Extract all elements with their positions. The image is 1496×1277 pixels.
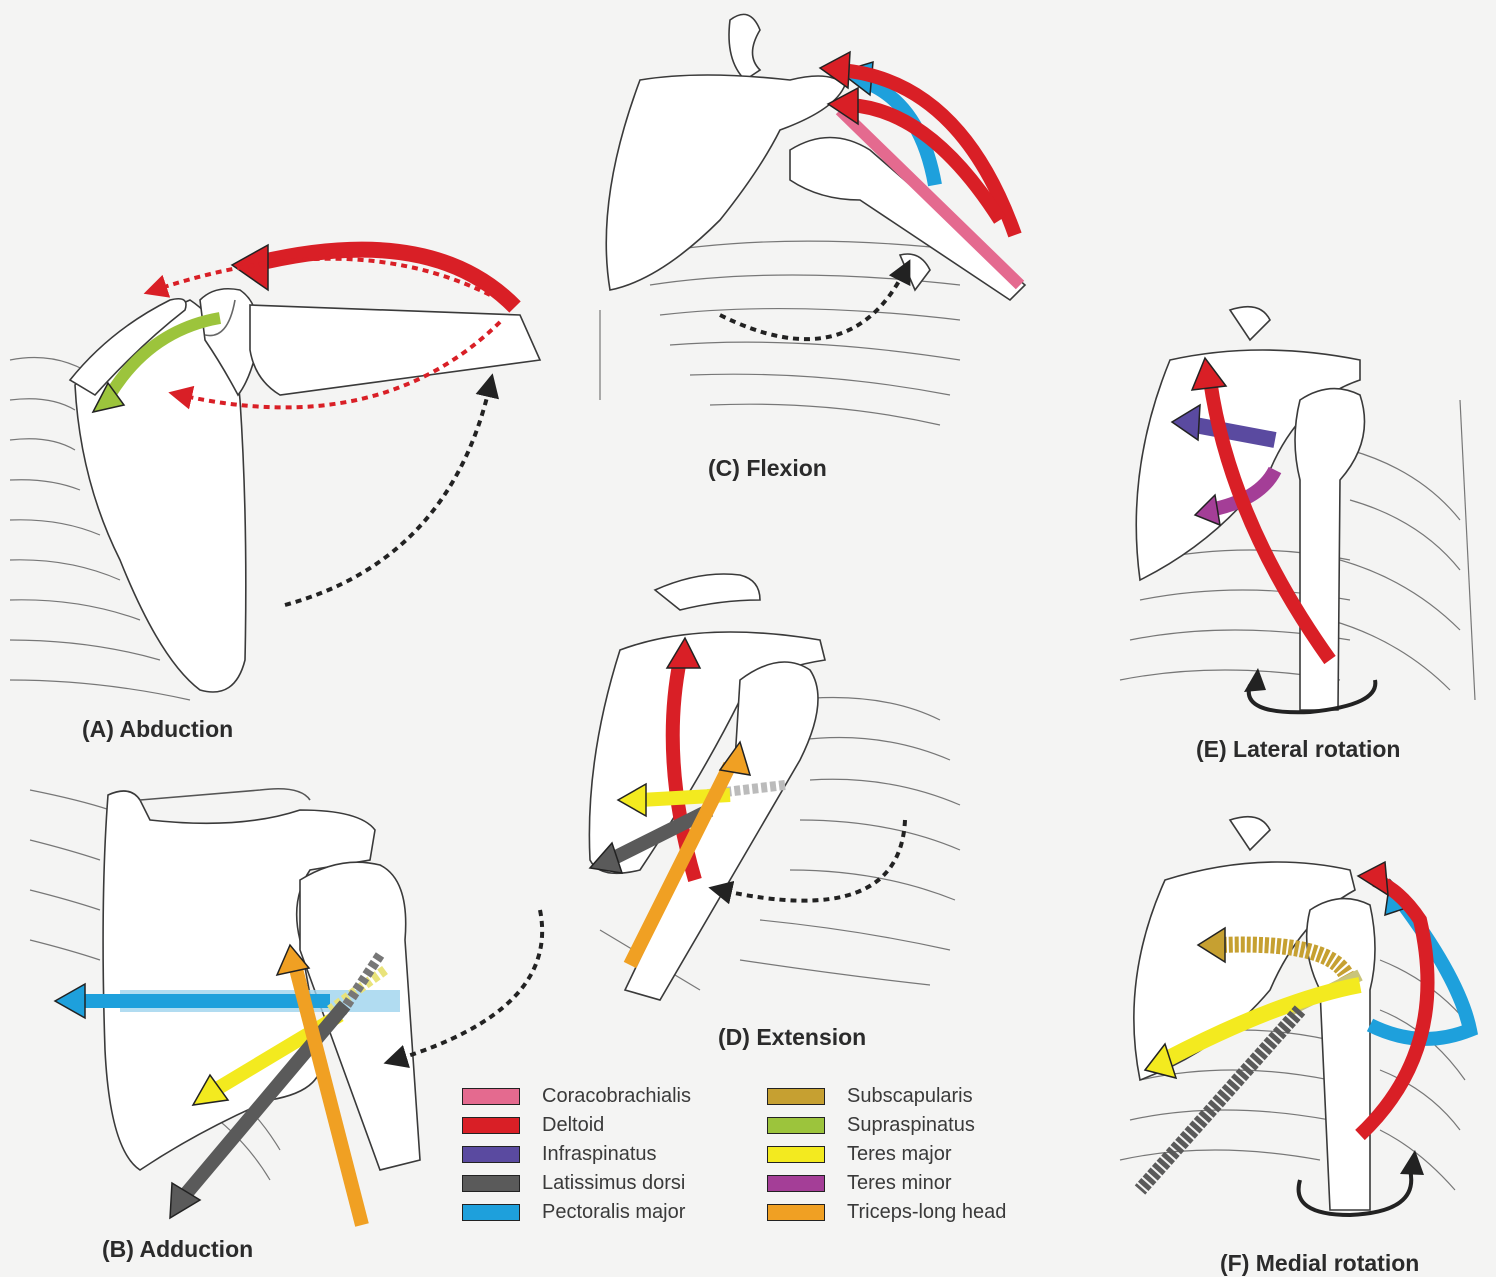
muscle-legend: Coracobrachialis Deltoid Infraspinatus L… [462, 1083, 1042, 1233]
panel-e-humerus [1295, 389, 1365, 710]
legend-swatch [767, 1204, 825, 1221]
panel-f-caption: (F) Medial rotation [1220, 1250, 1419, 1277]
panel-f-clavicle [1230, 817, 1270, 850]
legend-label: Teres major [847, 1141, 951, 1167]
panel-c-clavicle [729, 14, 760, 80]
panel-e-lateral-rotation [1120, 307, 1475, 710]
legend-swatch [767, 1088, 825, 1105]
legend-label: Triceps-long head [847, 1199, 1006, 1225]
panel-a-abduction [10, 289, 540, 700]
legend-label: Deltoid [542, 1112, 604, 1138]
legend-label: Subscapularis [847, 1083, 973, 1109]
panel-b-humerus [300, 862, 420, 1170]
panel-b-caption: (B) Adduction [102, 1236, 253, 1263]
panel-d-caption: (D) Extension [718, 1024, 866, 1051]
panel-c-coracoid [900, 254, 930, 290]
panel-e-clavicle [1230, 307, 1270, 340]
legend-swatch [462, 1088, 520, 1105]
legend-swatch [462, 1175, 520, 1192]
panel-c-caption: (C) Flexion [708, 455, 827, 482]
legend-swatch [462, 1204, 520, 1221]
legend-label: Latissimus dorsi [542, 1170, 685, 1196]
panel-d-clavicle [655, 574, 760, 610]
legend-label: Infraspinatus [542, 1141, 657, 1167]
legend-swatch [767, 1175, 825, 1192]
legend-label: Teres minor [847, 1170, 951, 1196]
legend-swatch [462, 1146, 520, 1163]
panel-a-deltoid-arrow [250, 250, 515, 307]
panel-a-humerus [250, 305, 540, 395]
legend-label: Coracobrachialis [542, 1083, 691, 1109]
legend-swatch [767, 1117, 825, 1134]
panel-a-caption: (A) Abduction [82, 716, 233, 743]
panel-e-caption: (E) Lateral rotation [1196, 736, 1400, 763]
legend-swatch [767, 1146, 825, 1163]
legend-swatch [462, 1117, 520, 1134]
legend-label: Pectoralis major [542, 1199, 685, 1225]
legend-label: Supraspinatus [847, 1112, 975, 1138]
